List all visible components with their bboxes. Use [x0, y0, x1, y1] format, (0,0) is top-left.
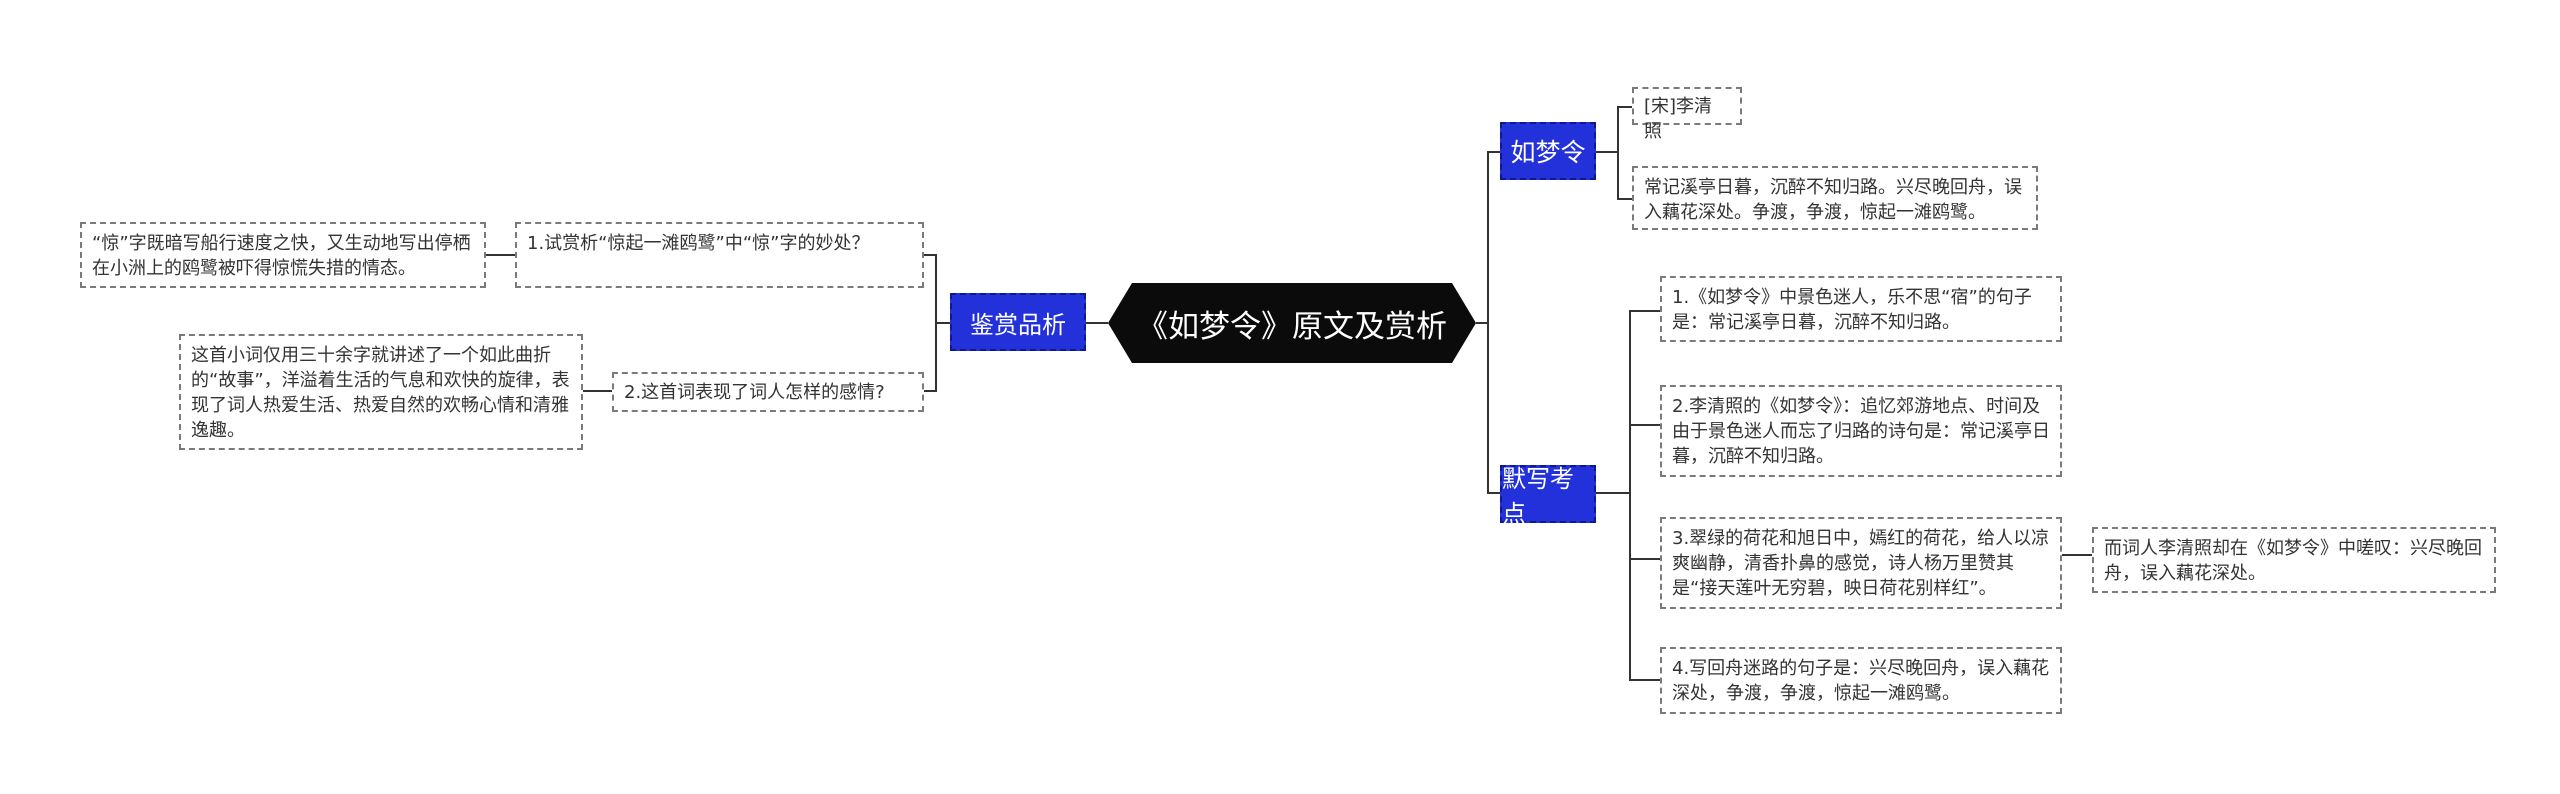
leaf-poem-text[interactable]: 常记溪亭日暮，沉醉不知归路。兴尽晚回舟，误入藕花深处。争渡，争渡，惊起一滩鸥鹭。 — [1632, 166, 2038, 230]
leaf-moxie-4[interactable]: 4.写回舟迷路的句子是：兴尽晚回舟，误入藕花深处，争渡，争渡，惊起一滩鸥鹭。 — [1660, 647, 2062, 714]
branch-jianshang[interactable]: 鉴赏品析 — [950, 293, 1086, 351]
branch-moxie-label: 默写考点 — [1502, 465, 1574, 528]
leaf-author[interactable]: [宋]李清照 — [1632, 87, 1742, 142]
leaf-question-1[interactable]: 1.试赏析“惊起一滩鸥鹭”中“惊”字的妙处？ — [515, 222, 924, 288]
leaf-answer-2[interactable]: 这首小词仅用三十余字就讲述了一个如此曲折的“故事”，洋溢着生活的气息和欢快的旋律… — [179, 334, 583, 450]
leaf-moxie-1[interactable]: 1.《如梦令》中景色迷人，乐不思“宿”的句子是：常记溪亭日暮，沉醉不知归路。 — [1660, 276, 2062, 342]
root-topic[interactable]: 《如梦令》原文及赏析 — [1108, 283, 1476, 363]
root-title: 《如梦令》原文及赏析 — [1137, 308, 1447, 345]
branch-rumengling[interactable]: 如梦令 — [1500, 122, 1596, 180]
leaf-question-2[interactable]: 2.这首词表现了词人怎样的感情? — [612, 372, 924, 412]
branch-jianshang-label: 鉴赏品析 — [970, 310, 1066, 339]
leaf-moxie-3-note[interactable]: 而词人李清照却在《如梦令》中嗟叹：兴尽晚回舟，误入藕花深处。 — [2092, 527, 2496, 593]
branch-moxie[interactable]: 默写考点 — [1500, 465, 1596, 528]
leaf-answer-1[interactable]: “惊”字既暗写船行速度之快，又生动地写出停栖在小洲上的鸥鹭被吓得惊慌失措的情态。 — [80, 222, 486, 288]
branch-rumengling-label: 如梦令 — [1510, 138, 1586, 167]
leaf-moxie-3[interactable]: 3.翠绿的荷花和旭日中，嫣红的荷花，给人以凉爽幽静，清香扑鼻的感觉，诗人杨万里赞… — [1660, 517, 2062, 609]
leaf-moxie-2[interactable]: 2.李清照的《如梦令》：追忆郊游地点、时间及由于景色迷人而忘了归路的诗句是：常记… — [1660, 385, 2062, 477]
